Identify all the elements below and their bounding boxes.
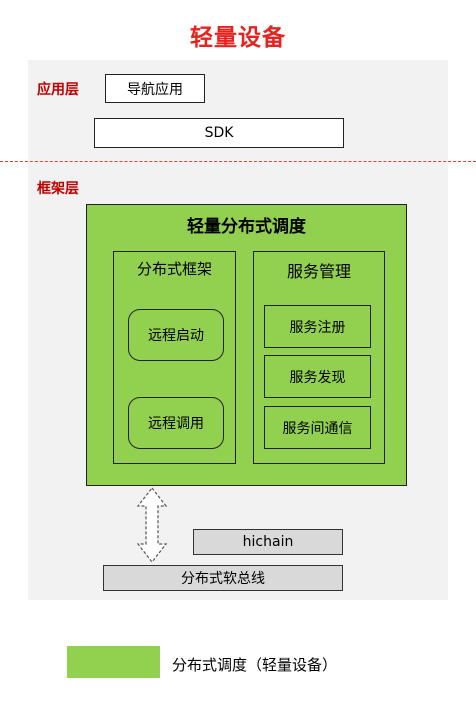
legend-swatch (67, 646, 160, 678)
sdk-box: SDK (94, 118, 344, 148)
app-layer-label: 应用层 (37, 82, 79, 98)
bidirectional-arrow-icon (136, 487, 168, 563)
service-communication-box: 服务间通信 (264, 406, 371, 449)
distributed-framework-block (113, 251, 236, 464)
remote-call-box: 远程调用 (128, 397, 224, 449)
service-management-title: 服务管理 (286, 262, 351, 281)
layer-divider (0, 161, 476, 162)
service-register-box: 服务注册 (264, 305, 371, 348)
legend-label: 分布式调度（轻量设备） (172, 656, 338, 674)
scheduler-title: 轻量分布式调度 (187, 217, 306, 237)
soft-bus-box: 分布式软总线 (103, 565, 343, 591)
service-discovery-box: 服务发现 (264, 355, 371, 398)
hichain-box: hichain (193, 529, 343, 555)
diagram-title: 轻量设备 (190, 25, 286, 51)
framework-layer-label: 框架层 (37, 181, 79, 197)
distributed-framework-title: 分布式框架 (136, 260, 212, 278)
nav-app-box: 导航应用 (105, 74, 205, 103)
service-management-block (253, 251, 385, 464)
remote-start-box: 远程启动 (128, 309, 224, 361)
